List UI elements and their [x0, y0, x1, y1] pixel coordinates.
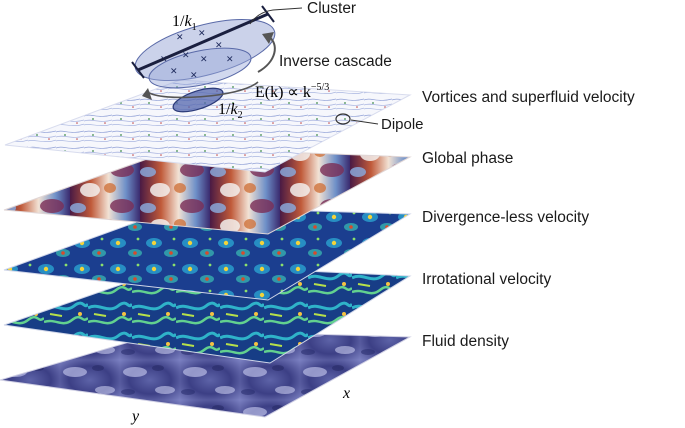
layer-label-phase: Global phase [422, 150, 514, 167]
svg-text:✕: ✕ [215, 41, 223, 51]
x-axis-label: x [343, 385, 351, 402]
layer-label-divfree: Divergence-less velocity [422, 209, 590, 226]
svg-text:✕: ✕ [176, 33, 184, 43]
cluster-label: Cluster [307, 0, 357, 17]
layer-label-vortex: Vortices and superfluid velocity [422, 89, 635, 106]
k1-scale-bar [137, 12, 269, 72]
k1-label: 1/k1 [172, 13, 197, 33]
cascade-arc-lower-arrowhead [142, 88, 152, 100]
divergence-less-velocity-plane [3, 206, 412, 301]
dipole-leader-line [350, 119, 379, 125]
svg-text:✕: ✕ [182, 51, 190, 61]
svg-text:✕: ✕ [226, 55, 234, 65]
inverse-cascade-arrowhead [262, 32, 274, 44]
dipole-marker [335, 113, 351, 125]
svg-text:✕: ✕ [170, 67, 178, 77]
dipole-label: Dipole [381, 116, 424, 133]
svg-text:✕: ✕ [198, 29, 206, 39]
irrotational-velocity-plane [3, 264, 412, 364]
k1-scale-bar-cap-right [261, 5, 275, 23]
inverse-cascade-label: Inverse cascade [279, 53, 392, 70]
svg-text:✕: ✕ [200, 55, 208, 65]
k1-scale-bar-cap-left [131, 61, 145, 79]
layer-label-irrot: Irrotational velocity [422, 271, 552, 288]
cluster-leader-line [249, 7, 303, 25]
k2-label: 1/k2 [218, 101, 243, 121]
fluid-density-plane [0, 329, 412, 418]
energy-spectrum-label: E(k) ∝ k−5/3 [255, 82, 330, 101]
cluster-ellipse-mid [148, 47, 252, 89]
svg-text:✕: ✕ [190, 71, 198, 81]
dipole-ellipse-k2 [172, 87, 224, 113]
layer-label-density: Fluid density [422, 333, 510, 350]
cascade-arc-lower [147, 81, 259, 99]
global-phase-plane [3, 147, 412, 235]
vortices-velocity-plane [4, 79, 412, 173]
y-axis-label: y [132, 408, 140, 425]
